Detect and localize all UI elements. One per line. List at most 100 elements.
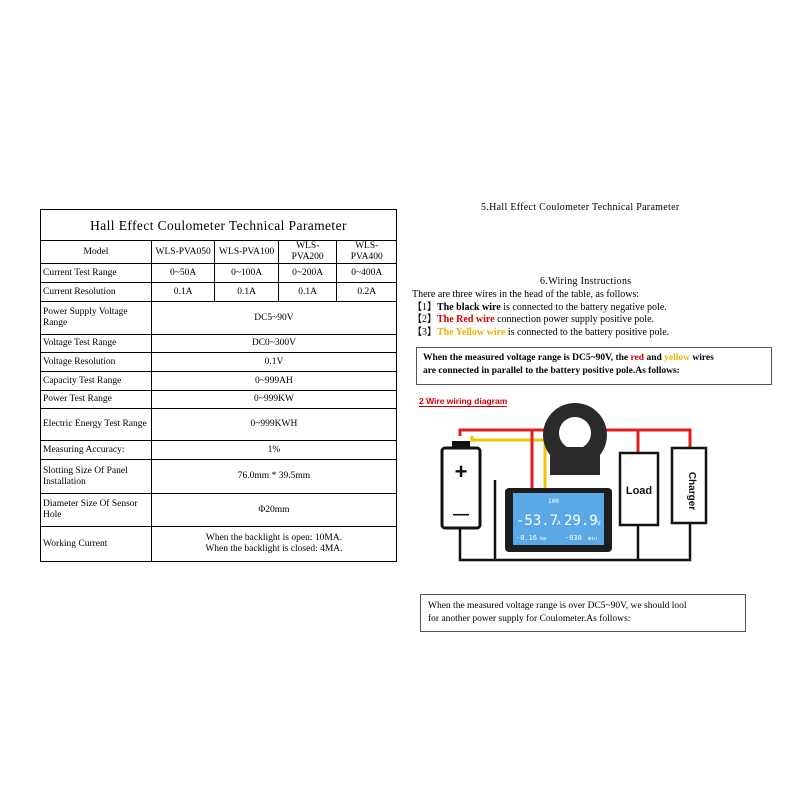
row-label: Voltage Resolution	[40, 352, 152, 372]
row-label: Measuring Accuracy:	[40, 440, 152, 460]
note-line-2: are connected in parallel to the battery…	[423, 365, 680, 376]
note-text: wires	[690, 353, 714, 363]
battery-terminal	[452, 441, 470, 449]
note-line-1: When the measured voltage range is DC5~9…	[423, 352, 771, 365]
lcd-screen	[513, 493, 604, 545]
cell-value: 0~999KW	[150, 390, 398, 409]
cell-value: Φ20mm	[150, 493, 398, 527]
load-label: Load	[626, 485, 652, 497]
wiring-instructions: There are three wires in the head of the…	[412, 289, 669, 339]
black-wire-label: The black wire	[437, 301, 501, 313]
sensor-body	[550, 447, 600, 475]
row-label: Working Current	[40, 526, 152, 562]
cell-value: 0~999AH	[150, 371, 398, 391]
yellow-wire	[470, 436, 547, 490]
item-number: 【2】	[412, 314, 437, 325]
cell-value: 0.2A	[336, 282, 397, 302]
cell-value: 0.1A	[150, 282, 216, 302]
table-row: Capacity Test Range 0~999AH	[40, 371, 398, 391]
table-row: Electric Energy Test Range 0~999KWH	[40, 408, 398, 441]
cell-value: DC0~300V	[150, 334, 398, 353]
wiring-diagram: + — 100 -53.7 A 29.9 V -0.16 kw -030 min…	[440, 403, 708, 562]
working-current-value: When the backlight is open: 10MA. When t…	[150, 526, 398, 562]
item-text: is connected to the battery positive pol…	[505, 326, 670, 338]
lcd-current: -53.7	[516, 513, 558, 529]
row-label: Power Supply Voltage Range	[40, 301, 152, 335]
cell-value: DC5~90V	[150, 301, 398, 335]
cell-value: 0.1A	[277, 282, 338, 302]
lcd-voltage: 29.9	[564, 513, 598, 529]
cell-value: 76.0mm * 39.5mm	[150, 459, 398, 494]
row-label: Current Resolution	[40, 282, 152, 302]
wiring-item-1: 【1】The black wire is connected to the ba…	[412, 302, 669, 315]
sensor-hole	[559, 417, 591, 449]
lcd-time: -030	[565, 534, 582, 542]
table-row: Diameter Size Of Sensor Hole Φ20mm	[40, 493, 398, 527]
red-wire-label: The Red wire	[437, 314, 495, 325]
cell-value: 0~400A	[336, 263, 397, 283]
header-model: Model	[40, 240, 152, 264]
red-word: red	[630, 353, 645, 363]
lcd-top-value: 100	[548, 498, 559, 505]
parameter-table: Hall Effect Coulometer Technical Paramet…	[40, 209, 398, 562]
note-box-other-supply: When the measured voltage range is over …	[420, 594, 746, 632]
item-number: 【3】	[412, 326, 437, 338]
table-row: Power Test Range 0~999KW	[40, 390, 398, 409]
wiring-item-3: 【3】The Yellow wire is connected to the b…	[412, 327, 669, 340]
wiring-item-2: 【2】The Red wire connection power supply …	[412, 314, 669, 327]
table-row: Working Current When the backlight is op…	[40, 526, 398, 562]
table-row: Voltage Resolution 0.1V	[40, 352, 398, 372]
wiring-intro: There are three wires in the head of the…	[412, 289, 640, 300]
item-number: 【1】	[412, 301, 437, 313]
header-model-2: WLS-PVA100	[214, 240, 279, 264]
table-row: Current Test Range 0~50A 0~100A 0~200A 0…	[40, 263, 397, 283]
row-label: Voltage Test Range	[40, 334, 152, 353]
yellow-word: yellow	[664, 353, 690, 363]
load-box	[618, 451, 660, 527]
table-row: Power Supply Voltage Range DC5~90V	[40, 301, 398, 335]
header-model-4: WLS-PVA400	[336, 240, 397, 264]
section-6-title: 6.Wiring Instructions	[540, 276, 632, 287]
header-model-3: WLS-PVA200	[277, 240, 338, 264]
cell-value: 0~200A	[277, 263, 338, 283]
header-model-1: WLS-PVA050	[150, 240, 216, 264]
black-wire	[458, 520, 692, 562]
battery-plus: +	[455, 459, 468, 484]
table-row: Measuring Accuracy: 1%	[40, 440, 398, 460]
item-text: connection power supply positive pole.	[494, 314, 655, 325]
charger-label: Charger	[686, 472, 697, 510]
cell-value: 0.1V	[150, 352, 398, 372]
yellow-wire-label: The Yellow wire	[437, 326, 506, 338]
cell-value: 0.1A	[214, 282, 279, 302]
item-text: is connected to the battery negative pol…	[500, 301, 667, 313]
note-text: When the measured voltage range is DC5~9…	[423, 353, 631, 363]
table-row: Voltage Test Range DC0~300V	[40, 334, 398, 353]
note-text: and	[644, 353, 665, 363]
row-label: Power Test Range	[40, 390, 152, 409]
row-label: Electric Energy Test Range	[40, 408, 152, 441]
cell-value: 0~100A	[214, 263, 279, 283]
cell-value: 0~50A	[150, 263, 216, 283]
row-label: Capacity Test Range	[40, 371, 152, 391]
table-row: Current Resolution 0.1A 0.1A 0.1A 0.2A	[40, 282, 397, 302]
diagram-label: 2 Wire wiring diagram	[419, 396, 508, 407]
row-label: Slotting Size Of Panel Installation	[40, 459, 152, 494]
lcd-power: -0.16	[516, 534, 537, 542]
cell-value: 1%	[150, 440, 398, 460]
table-row: Slotting Size Of Panel Installation 76.0…	[40, 459, 398, 494]
note2-line-1: When the measured voltage range is over …	[428, 601, 687, 611]
lcd-current-unit: A	[557, 520, 561, 527]
row-label: Diameter Size Of Sensor Hole	[40, 493, 152, 527]
note2-line-2: for another power supply for Coulometer.…	[428, 613, 631, 624]
charger-box	[670, 446, 708, 525]
battery-minus: —	[453, 506, 469, 523]
lcd-power-unit: kw	[540, 536, 547, 542]
cell-value: 0~999KWH	[150, 408, 398, 441]
note-box-parallel: When the measured voltage range is DC5~9…	[416, 347, 772, 385]
working-current-line-1: When the backlight is open: 10MA.	[205, 533, 343, 543]
row-label: Current Test Range	[40, 263, 152, 283]
lcd-voltage-unit: V	[597, 520, 601, 527]
table-title: Hall Effect Coulometer Technical Paramet…	[40, 209, 397, 241]
lcd-time-unit: min	[588, 536, 597, 542]
working-current-line-2: When the backlight is closed: 4MA.	[205, 544, 343, 554]
